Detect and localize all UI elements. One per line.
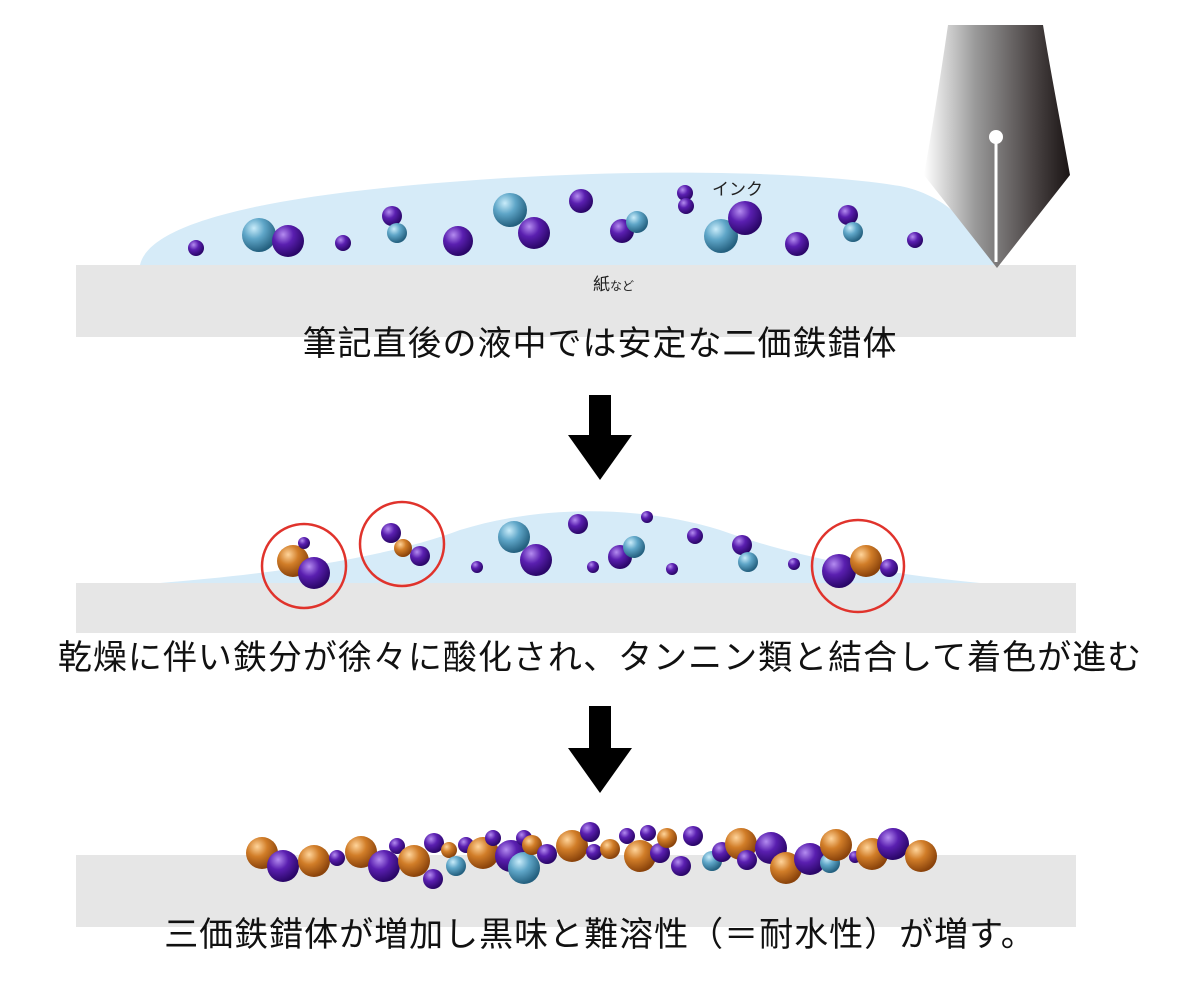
- iron-ii-particle: [671, 856, 691, 876]
- iron-ii-particle: [569, 189, 593, 213]
- iron-ii-particle: [838, 205, 858, 225]
- iron-ii-particle: [537, 844, 557, 864]
- iron-ii-particle: [822, 554, 856, 588]
- iron-iii-particle: [624, 840, 656, 872]
- iron-ii-particle: [368, 850, 400, 882]
- iron-iii-particle: [657, 828, 677, 848]
- iron-ii-particle: [907, 232, 923, 248]
- iron-ii-particle: [880, 559, 898, 577]
- oxidation-highlight-circle: [358, 500, 446, 588]
- iron-ii-particle: [666, 563, 678, 575]
- iron-ii-particle: [443, 226, 473, 256]
- iron-ii-particle: [188, 240, 204, 256]
- iron-ii-particle: [382, 206, 402, 226]
- tannin-particle: [843, 222, 863, 242]
- iron-ii-particle: [687, 528, 703, 544]
- iron-iii-particle: [345, 836, 377, 868]
- tannin-particle: [704, 219, 738, 253]
- iron-ii-particle: [788, 558, 800, 570]
- iron-ii-particle: [677, 185, 693, 201]
- iron-ii-particle: [678, 198, 694, 214]
- iron-ii-particle: [587, 561, 599, 573]
- tannin-particle: [738, 552, 758, 572]
- iron-ii-particle: [877, 828, 909, 860]
- iron-ii-particle: [272, 225, 304, 257]
- paper-label-main: 紙: [593, 275, 610, 295]
- step-2-caption: 乾燥に伴い鉄分が徐々に酸化され、タンニン類と結合して着色が進む: [57, 638, 1143, 678]
- iron-ii-particle: [298, 537, 310, 549]
- iron-ii-particle: [424, 833, 444, 853]
- paper-label: 紙など: [593, 270, 634, 295]
- iron-ii-particle: [650, 843, 670, 863]
- stage-1: [76, 25, 1076, 337]
- iron-ii-particle: [619, 828, 635, 844]
- iron-iii-particle: [820, 829, 852, 861]
- tannin-particle: [498, 521, 530, 553]
- iron-iii-particle: [770, 852, 802, 884]
- iron-ii-particle: [737, 850, 757, 870]
- iron-ii-particle: [423, 869, 443, 889]
- iron-ii-particle: [785, 232, 809, 256]
- iron-iii-particle: [394, 539, 412, 557]
- iron-ii-particle: [471, 561, 483, 573]
- iron-ii-particle: [586, 844, 602, 860]
- iron-ii-particle: [381, 523, 401, 543]
- ink-layer-1: [140, 172, 995, 265]
- stage-2: [76, 500, 1076, 633]
- paper-strip-1: [76, 265, 1076, 337]
- tannin-particle: [623, 536, 645, 558]
- iron-ii-particle: [728, 201, 762, 235]
- iron-iii-particle: [905, 840, 937, 872]
- tannin-particle: [493, 193, 527, 227]
- arrow-down-icon: [568, 706, 632, 793]
- stage-3: [76, 822, 1076, 927]
- iron-ii-particle: [518, 217, 550, 249]
- paper-label-suffix: など: [610, 279, 635, 293]
- iron-ii-particle: [520, 544, 552, 576]
- arrow-down-icon: [568, 395, 632, 480]
- tannin-particle: [242, 218, 276, 252]
- fountain-pen-nib-icon: [924, 25, 1070, 268]
- iron-iii-particle: [850, 545, 882, 577]
- particles-stage-1: [188, 185, 923, 257]
- iron-ii-particle: [389, 838, 405, 854]
- iron-ii-particle: [732, 535, 752, 555]
- iron-ii-particle: [329, 850, 345, 866]
- iron-ii-particle: [640, 825, 656, 841]
- iron-ii-particle: [410, 546, 430, 566]
- paper-strip-3: [76, 855, 1076, 927]
- paper-strip-2: [76, 583, 1076, 633]
- iron-ii-particle: [568, 514, 588, 534]
- iron-iii-particle: [600, 839, 620, 859]
- ink-label: インク: [712, 180, 763, 200]
- iron-ii-particle: [683, 826, 703, 846]
- oxidation-highlight-circle: [810, 518, 906, 614]
- iron-ii-particle: [298, 557, 330, 589]
- iron-iii-particle: [441, 842, 457, 858]
- iron-iii-particle: [556, 830, 588, 862]
- tannin-particle: [446, 856, 466, 876]
- iron-ii-particle: [267, 850, 299, 882]
- iron-ii-particle: [580, 822, 600, 842]
- iron-ii-particle: [794, 843, 826, 875]
- iron-ii-particle: [485, 830, 501, 846]
- oxidation-highlight-circle: [260, 522, 348, 610]
- particles-stage-2: [277, 511, 898, 589]
- tannin-particle: [387, 223, 407, 243]
- iron-iii-particle: [398, 845, 430, 877]
- step-1-caption: 筆記直後の液中では安定な二価鉄錯体: [302, 324, 898, 364]
- iron-iii-particle: [522, 835, 542, 855]
- particles-stage-3: [246, 822, 937, 889]
- step-3-caption: 三価鉄錯体が増加し黒味と難溶性（＝耐水性）が増す。: [164, 915, 1036, 955]
- iron-ii-particle: [641, 511, 653, 523]
- tannin-particle: [508, 852, 540, 884]
- iron-ii-particle: [335, 235, 351, 251]
- iron-iii-particle: [298, 845, 330, 877]
- tannin-particle: [626, 211, 648, 233]
